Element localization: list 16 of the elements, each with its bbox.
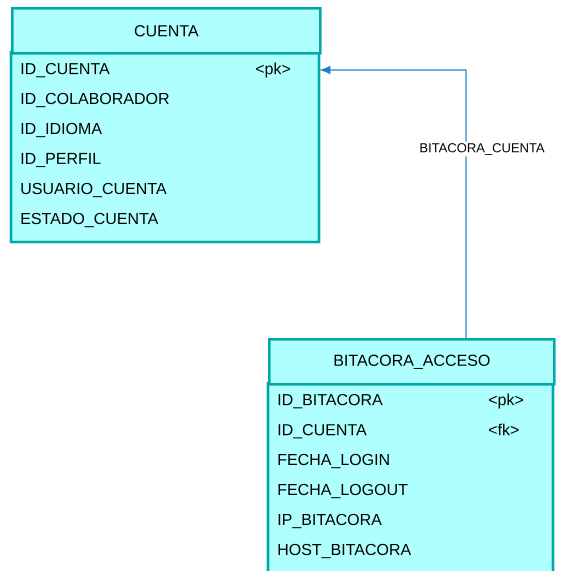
attribute-row: ID_IDIOMA — [22, 122, 102, 138]
node-label: BITACORA_ACCESO — [334, 354, 490, 369]
attribute-row: ID_CUENTA <fk> — [278, 424, 519, 438]
attribute-row: ESTADO_CUENTA — [22, 212, 158, 228]
attribute-row: ID_CUENTA <pk> — [22, 62, 290, 78]
attribute-row: HOST_BITACORA — [278, 544, 412, 558]
attribute-row: IP_BITACORA — [278, 514, 382, 528]
attribute-row: FECHA_LOGOUT — [278, 484, 408, 498]
attribute-row: ID_PERFIL — [22, 152, 101, 168]
relationship-line — [321, 66, 467, 338]
attribute-row: FECHA_LOGIN — [278, 454, 389, 468]
node-label: CUENTA — [134, 25, 199, 36]
attribute-row: ID_COLABORADOR — [22, 92, 169, 108]
edge-label: BITACORA_CUENTA — [418, 142, 546, 156]
attribute-row: USUARIO_CUENTA — [21, 182, 167, 198]
attribute-row: ID_BITACORA <pk> — [278, 394, 523, 408]
